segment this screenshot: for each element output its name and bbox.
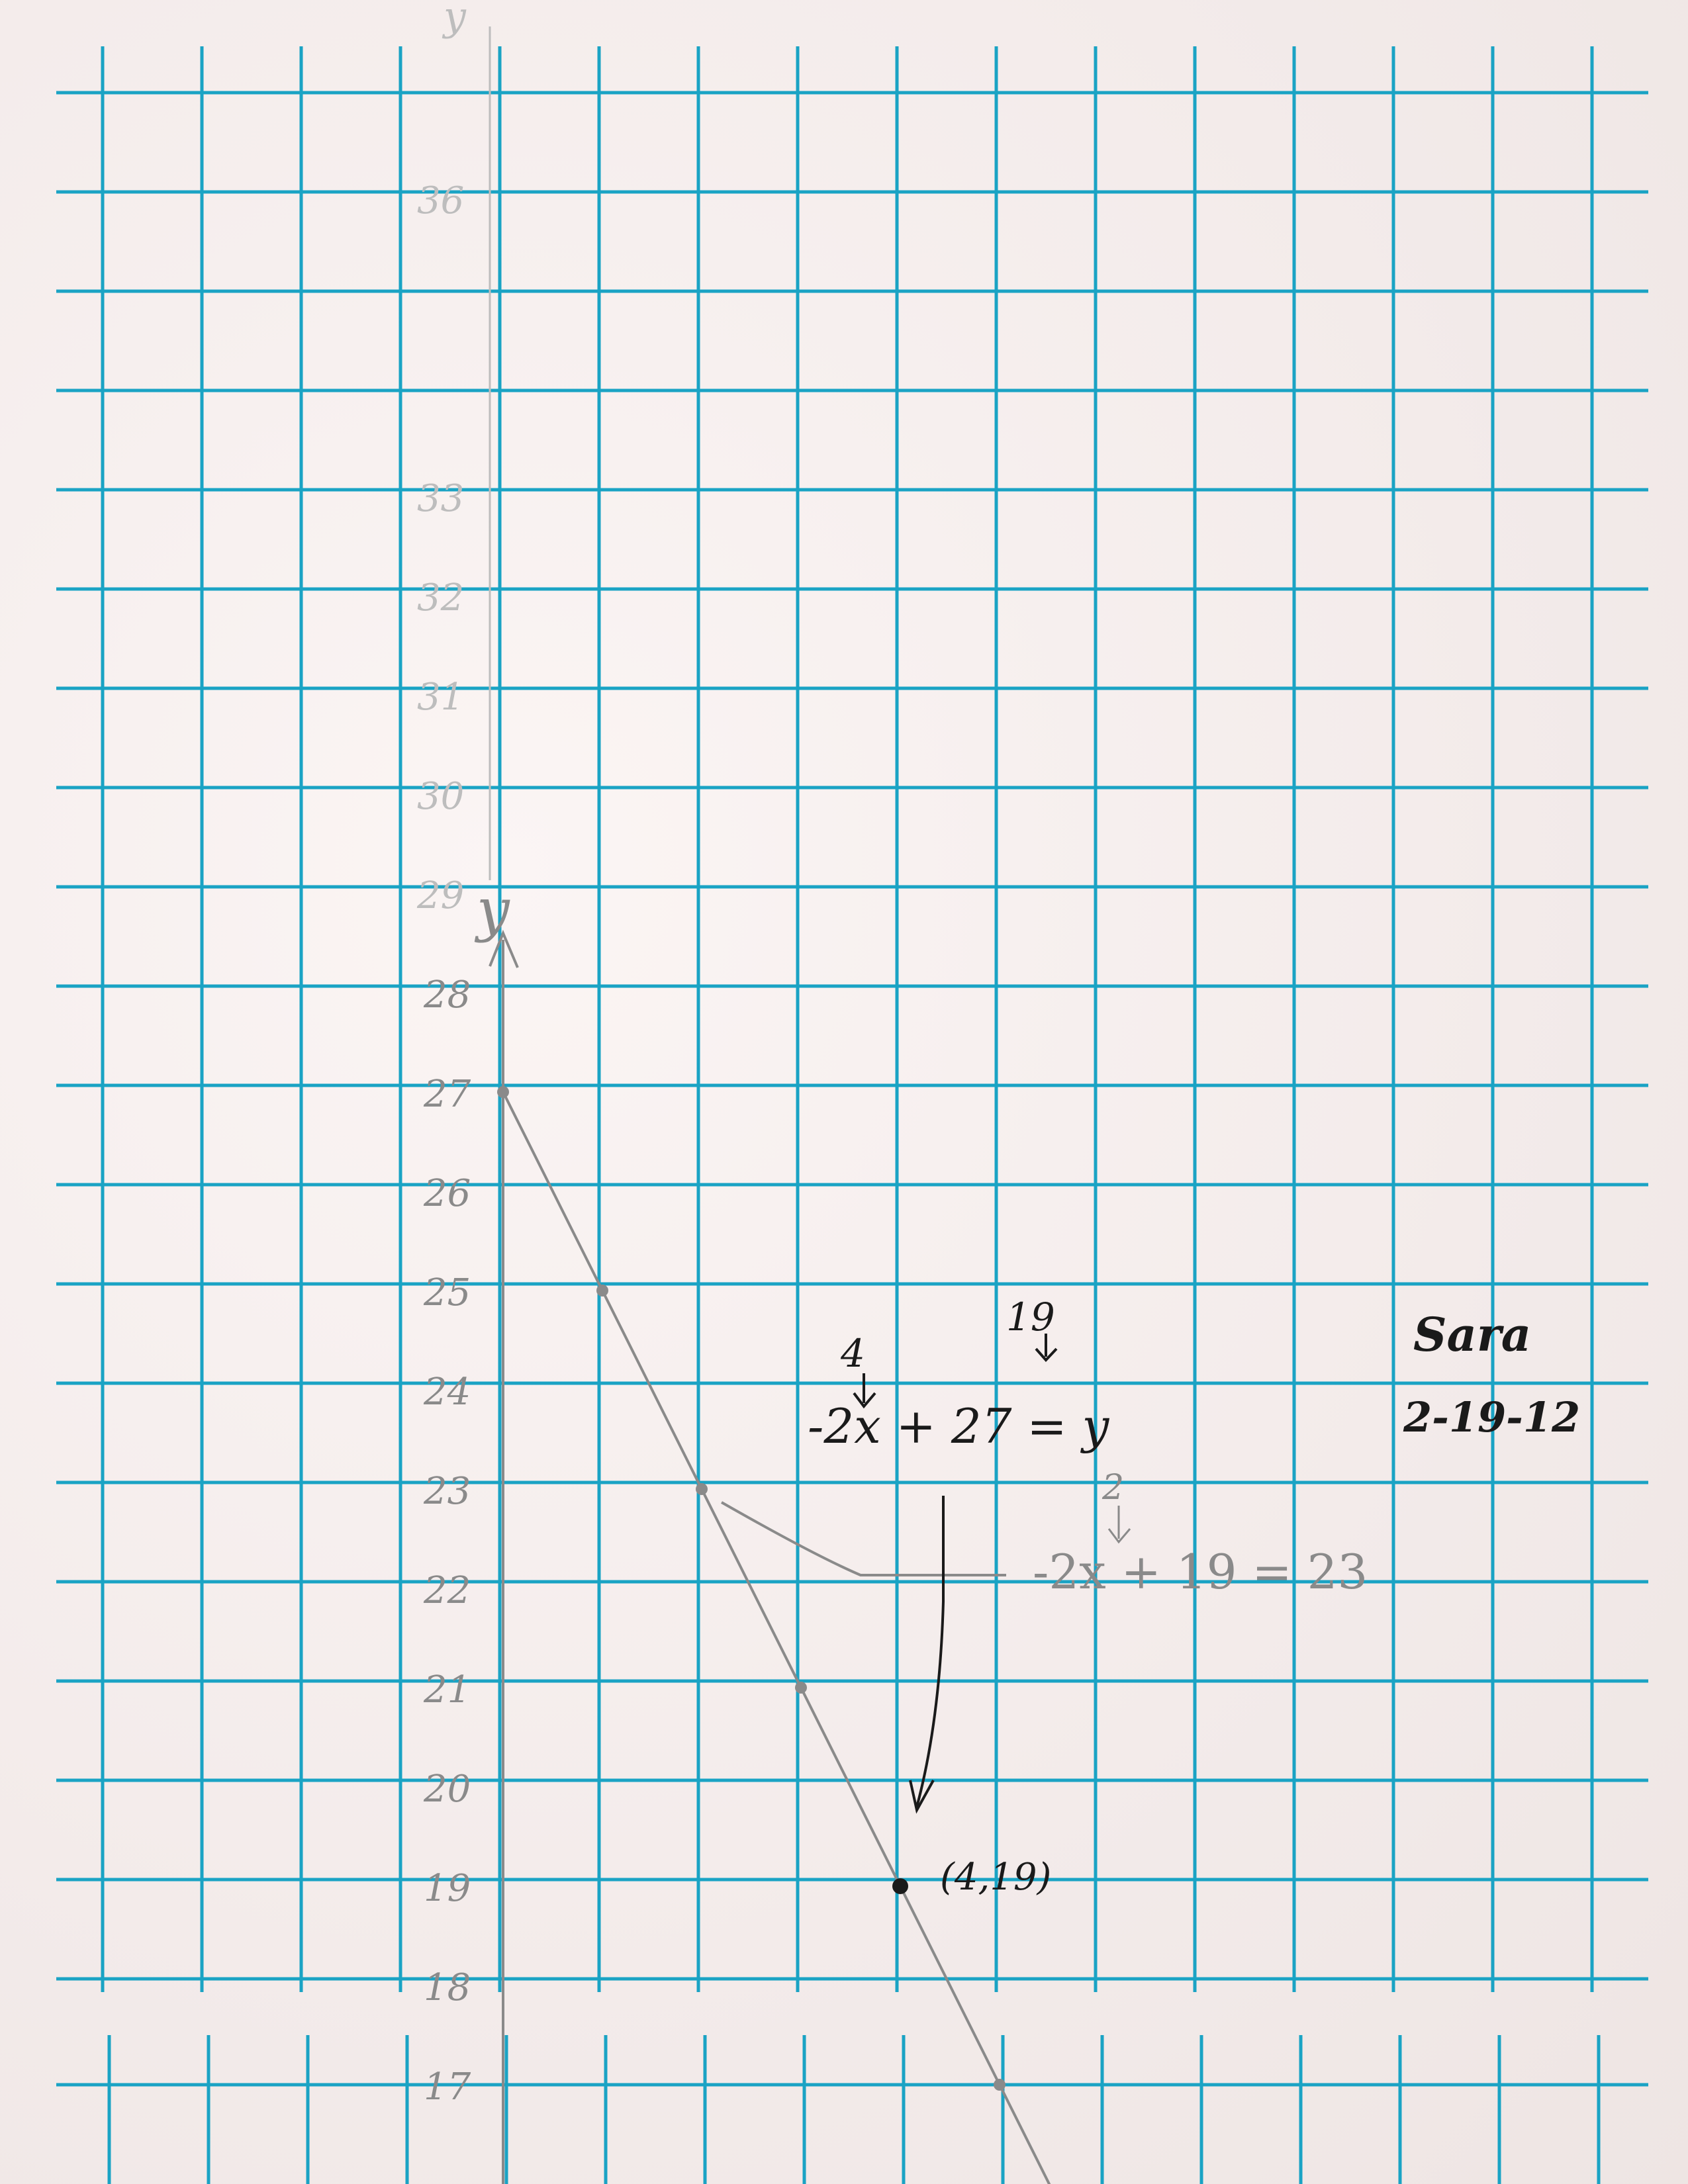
y-tick-label: 25 (423, 1271, 471, 1314)
y-tick-label: 22 (423, 1569, 471, 1612)
y-tick-label: 17 (424, 2066, 471, 2109)
highlight-point-label: (4,19) (940, 1856, 1051, 1899)
result-arrow (915, 1496, 945, 1807)
y-tick-label-faint: 29 (416, 874, 464, 917)
equation-sub-x: 4 (840, 1331, 865, 1376)
arrow-x (853, 1373, 876, 1409)
data-points (497, 1086, 1006, 2091)
arrow-y (1035, 1334, 1058, 1362)
y-tick-label: 23 (423, 1470, 471, 1513)
y-tick-label-faint: 33 (417, 477, 464, 520)
y-tick-label-faint: 30 (417, 775, 464, 818)
data-point (994, 2079, 1006, 2091)
axes (489, 26, 519, 2184)
y-tick-label: 18 (424, 1966, 471, 2009)
data-point (696, 1483, 708, 1495)
signature-name: Sara (1413, 1307, 1532, 1362)
y-tick-label: 26 (423, 1172, 471, 1215)
y-axis-label: y (474, 876, 510, 944)
equation-pencil: -2x + 19 = 23 (1033, 1544, 1368, 1600)
grid-lines (56, 46, 1648, 2184)
y-tick-label-faint: 36 (417, 179, 464, 222)
highlight-point (892, 1878, 908, 1894)
equation-sub-y: 19 (1006, 1295, 1055, 1340)
y-tick-label: 19 (424, 1867, 471, 1910)
data-point (497, 1086, 509, 1098)
y-tick-label: 20 (423, 1768, 471, 1811)
y-tick-label: 21 (423, 1668, 471, 1711)
y-tick-label-faint: 32 (417, 576, 464, 619)
data-point (795, 1682, 807, 1694)
equation-sub-x-pencil: 2 (1102, 1468, 1124, 1508)
y-tick-label: 28 (423, 974, 471, 1017)
y-axis-label-faint: y (442, 0, 467, 40)
arrow-x-pencil (1107, 1506, 1131, 1544)
signature-date: 2-19-12 (1403, 1393, 1581, 1441)
y-axis-arrow (489, 929, 519, 968)
result-arrow-head (909, 1780, 935, 1814)
data-point (596, 1285, 608, 1297)
connector-line (721, 1501, 1006, 1576)
y-tick-label: 24 (423, 1371, 471, 1414)
equation-main: -2x + 27 = y (808, 1398, 1110, 1454)
y-tick-label-faint: 31 (417, 676, 464, 719)
y-tick-label: 27 (423, 1073, 471, 1116)
